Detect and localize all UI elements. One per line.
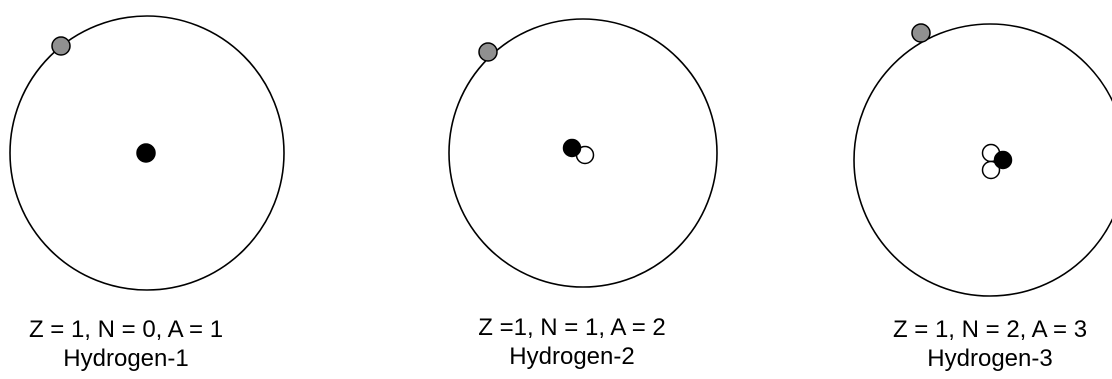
neutron xyxy=(981,160,1001,180)
nucleus xyxy=(981,143,1013,180)
atom-hydrogen-1: Z = 1, N = 0, A = 1 Hydrogen-1 xyxy=(9,15,285,372)
proton xyxy=(562,138,582,158)
isotope-name: Hydrogen-1 xyxy=(63,345,188,372)
electron-orbit xyxy=(9,15,285,291)
electron-orbit xyxy=(448,18,718,288)
isotope-name: Hydrogen-3 xyxy=(927,345,1052,372)
proton xyxy=(136,143,156,163)
nucleus xyxy=(562,138,595,165)
nucleus xyxy=(136,143,156,163)
isotope-name: Hydrogen-2 xyxy=(509,343,634,370)
atom-hydrogen-2: Z =1, N = 1, A = 2 Hydrogen-2 xyxy=(448,18,718,370)
electron xyxy=(478,42,498,62)
isotope-numbers: Z =1, N = 1, A = 2 xyxy=(478,314,665,341)
electron xyxy=(51,36,71,56)
electron-orbit xyxy=(853,23,1112,297)
electron xyxy=(911,23,931,43)
isotope-numbers: Z = 1, N = 0, A = 1 xyxy=(29,316,223,343)
proton xyxy=(993,150,1013,170)
isotope-numbers: Z = 1, N = 2, A = 3 xyxy=(893,316,1087,343)
atom-hydrogen-3: Z = 1, N = 2, A = 3 Hydrogen-3 xyxy=(853,23,1112,372)
